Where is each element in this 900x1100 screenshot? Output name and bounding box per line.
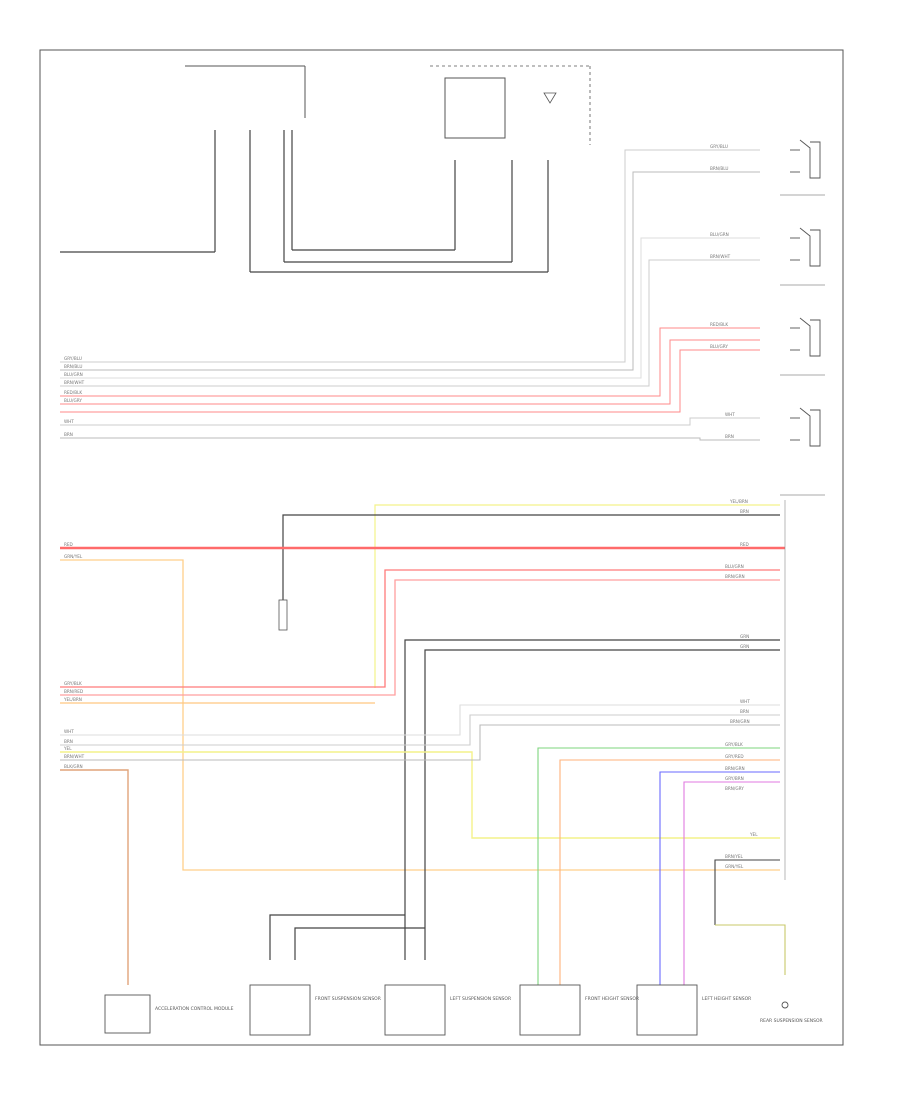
- component-label: REAR SUSPENSION SENSOR: [760, 1018, 823, 1024]
- left-label: BLU/GRY: [64, 398, 82, 403]
- right-label: BRN/GRN: [725, 574, 745, 579]
- right-label: YEL: [749, 832, 758, 837]
- right-label: BRN/BLU: [710, 166, 728, 171]
- component-label: FRONT SUSPENSION SENSOR: [315, 996, 381, 1002]
- right-label: BRN/GRN: [730, 719, 750, 724]
- right-label: GRY/BLU: [710, 144, 728, 149]
- right-label: BRN/GRN: [725, 766, 745, 771]
- left-label: YEL/BRN: [63, 697, 82, 702]
- right-label: RED/BLK: [710, 322, 728, 327]
- right-sensors: [780, 139, 825, 496]
- right-label: BRN/YEL: [725, 854, 744, 859]
- left-label: BRN: [64, 739, 73, 744]
- left-label: BRN: [64, 432, 73, 437]
- diagram-frame: [39, 49, 844, 1046]
- left-label: GRN/YEL: [64, 554, 83, 559]
- right-label: GRY/BLK: [725, 742, 743, 747]
- right-label: BRN: [740, 509, 749, 514]
- right-label: GRY/RED: [725, 754, 744, 759]
- right-label: BLU/GRY: [710, 344, 728, 349]
- left-labels: GRY/BLU BRN/BLU BLU/GRN BRN/WHT RED/BLK …: [63, 356, 85, 769]
- component-label: ACCELERATION CONTROL MODULE: [155, 1006, 234, 1012]
- lower-bus: [60, 704, 786, 985]
- component-label: LEFT HEIGHT SENSOR: [702, 996, 751, 1002]
- right-label: BLU/GRN: [710, 232, 729, 237]
- right-wire-labels: GRY/BLU BRN/BLU BLU/GRN BRN/WHT RED/BLK …: [710, 144, 758, 869]
- left-label: BRN/BLU: [64, 364, 82, 369]
- left-label: BRN/RED: [64, 689, 83, 694]
- left-label: BRN/WHT: [64, 754, 85, 759]
- right-label: BLU/GRN: [725, 564, 744, 569]
- right-label: BRN/WHT: [710, 254, 731, 259]
- right-label: BRN: [740, 709, 749, 714]
- bottom-components: [104, 984, 789, 1036]
- component-label: LEFT SUSPENSION SENSOR: [450, 996, 511, 1002]
- right-label: GRN/YEL: [725, 864, 744, 869]
- component-labels: ACCELERATION CONTROL MODULE FRONT SUSPEN…: [155, 996, 823, 1024]
- upper-bus: [60, 149, 760, 441]
- component-label: FRONT HEIGHT SENSOR: [585, 996, 639, 1002]
- right-label: GRN: [740, 644, 749, 649]
- left-label: BRN/WHT: [64, 380, 85, 385]
- left-label: GRY/BLU: [64, 356, 82, 361]
- left-label: WHT: [64, 419, 74, 424]
- left-label: BLK/GRN: [64, 764, 83, 769]
- left-label: RED/BLK: [64, 390, 82, 395]
- right-label: BRN: [725, 434, 734, 439]
- left-label: YEL: [63, 746, 72, 751]
- left-label: GRY/BLK: [64, 681, 82, 686]
- right-label: BRN/GRY: [725, 786, 744, 791]
- left-label: RED: [64, 542, 73, 547]
- top-connectors: [185, 65, 591, 145]
- middle-connector: [278, 599, 288, 631]
- right-label: GRY/BRN: [725, 776, 744, 781]
- top-wires: [60, 130, 549, 273]
- right-label: WHT: [725, 412, 735, 417]
- right-label: RED: [740, 542, 749, 547]
- right-label: YEL/BRN: [729, 499, 748, 504]
- left-label: WHT: [64, 729, 74, 734]
- right-label: GRN: [740, 634, 749, 639]
- left-label: BLU/GRN: [64, 372, 83, 377]
- right-label: WHT: [740, 699, 750, 704]
- middle-wires: [60, 504, 785, 960]
